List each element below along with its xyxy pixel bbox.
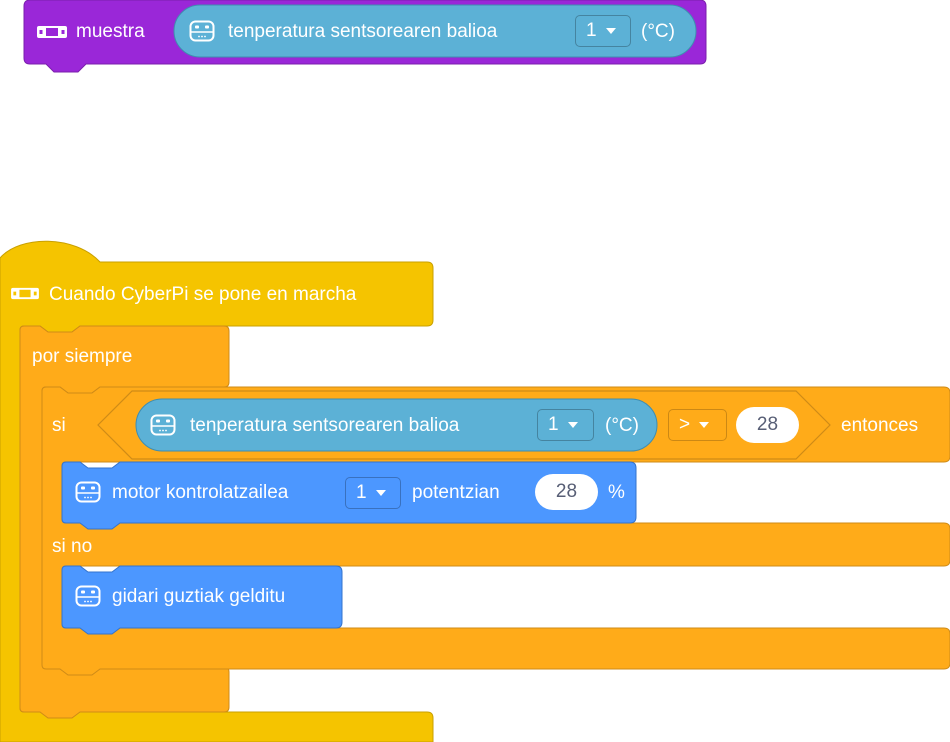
then-label: entonces bbox=[841, 415, 919, 436]
show-block-label: muestra bbox=[76, 21, 145, 42]
show-reporter-shape[interactable] bbox=[173, 4, 697, 58]
motor-port-value: 1 bbox=[356, 482, 367, 503]
cyberpi-icon bbox=[75, 585, 101, 607]
display-icon bbox=[37, 26, 67, 38]
condition-reporter-label: tenperatura sentsorearen balioa bbox=[190, 415, 460, 436]
threshold-input[interactable]: 28 bbox=[736, 407, 799, 443]
show-unit-label: (°C) bbox=[641, 21, 675, 42]
chevron-down-icon bbox=[605, 28, 616, 34]
hat-block-label: Cuando CyberPi se pone en marcha bbox=[49, 284, 357, 305]
show-reporter-label: tenperatura sentsorearen balioa bbox=[228, 21, 498, 42]
chevron-down-icon bbox=[375, 490, 386, 496]
operator-dropdown[interactable]: > bbox=[668, 409, 727, 441]
condition-reporter-shape[interactable] bbox=[135, 398, 658, 452]
if-label: si bbox=[52, 415, 66, 436]
condition-port-dropdown[interactable]: 1 bbox=[537, 409, 594, 441]
power-label: potentzian bbox=[412, 482, 500, 503]
motor-block-label: motor kontrolatzailea bbox=[112, 482, 289, 503]
show-port-value: 1 bbox=[586, 20, 597, 41]
display-icon bbox=[11, 287, 39, 300]
operator-value: > bbox=[679, 414, 691, 435]
stop-block-label: gidari guztiak gelditu bbox=[112, 586, 286, 607]
power-unit-label: % bbox=[608, 482, 625, 503]
forever-label: por siempre bbox=[32, 346, 133, 367]
stop-block-shape[interactable] bbox=[61, 565, 343, 635]
cyberpi-icon bbox=[75, 481, 101, 503]
else-label: si no bbox=[52, 536, 93, 557]
chevron-down-icon bbox=[699, 422, 710, 428]
show-port-dropdown[interactable]: 1 bbox=[575, 15, 631, 47]
motor-port-dropdown[interactable]: 1 bbox=[345, 477, 401, 509]
condition-unit-label: (°C) bbox=[605, 415, 639, 436]
cyberpi-icon bbox=[189, 20, 215, 42]
power-input[interactable]: 28 bbox=[535, 474, 598, 510]
condition-port-value: 1 bbox=[548, 414, 559, 435]
cyberpi-icon bbox=[150, 414, 176, 436]
chevron-down-icon bbox=[567, 422, 578, 428]
